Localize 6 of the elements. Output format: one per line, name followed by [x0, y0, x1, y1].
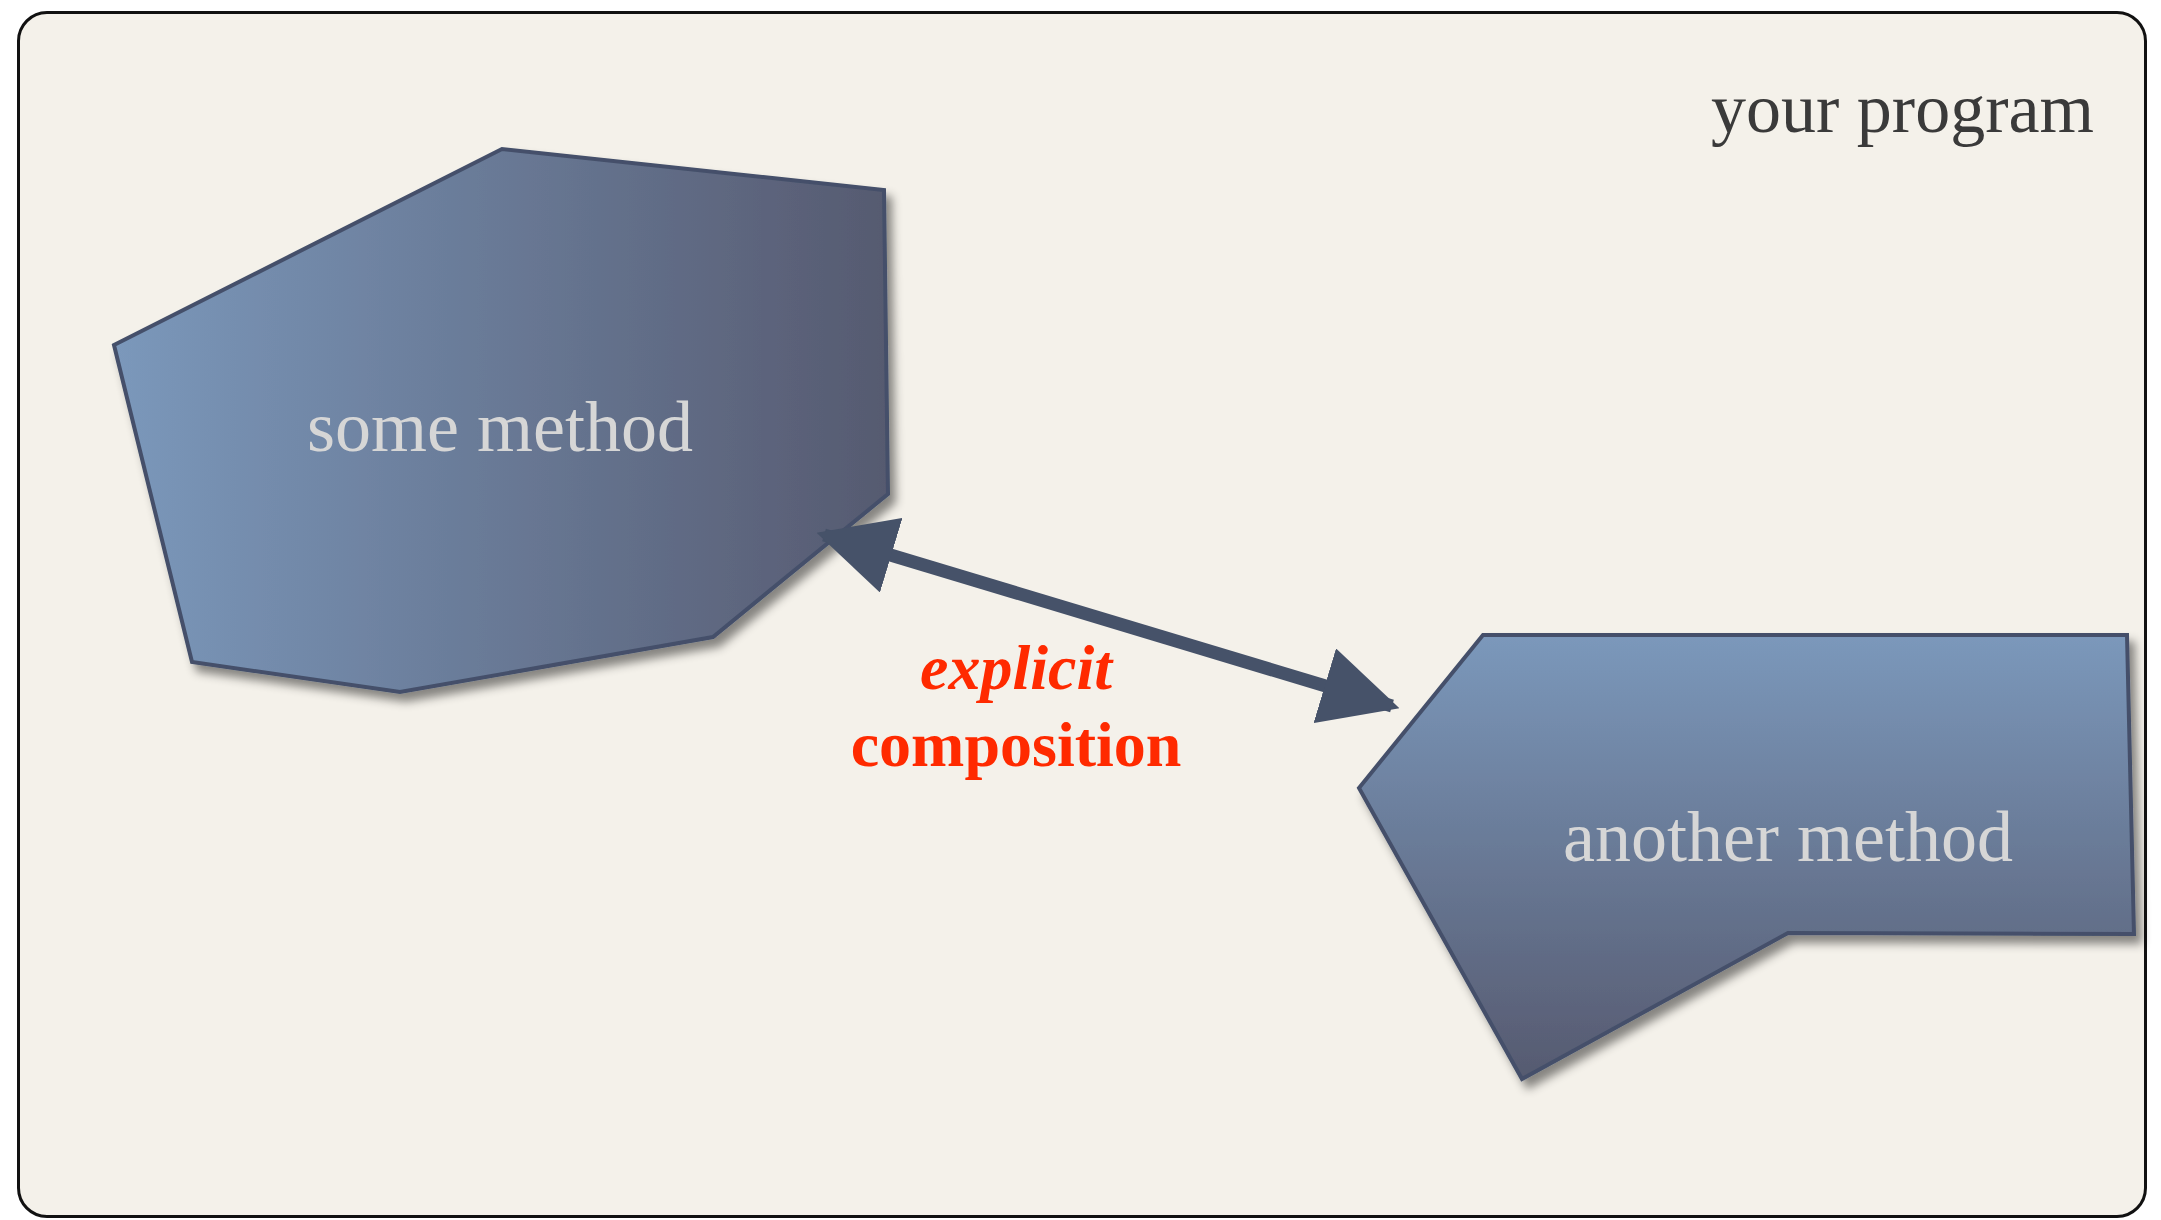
double-arrow [816, 517, 1400, 724]
method-label: some method [307, 385, 693, 469]
frame-title: your program [1711, 69, 2094, 149]
method-label: another method [1563, 795, 2013, 879]
edge-label: explicit composition [850, 631, 1182, 782]
program-frame [17, 11, 2147, 1218]
